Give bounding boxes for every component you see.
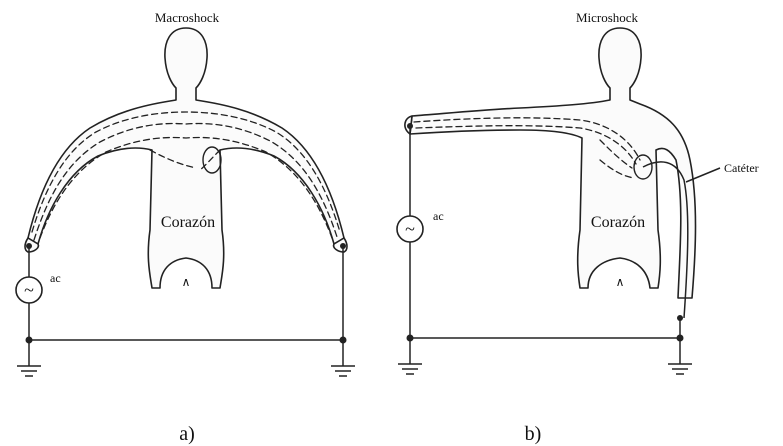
- panel-a-ac-source-icon: ~: [16, 277, 42, 303]
- panel-b-ground-left-icon: [398, 338, 422, 374]
- panel-b-ac-label: ac: [433, 209, 444, 223]
- panel-b-ground-right-icon: [668, 338, 692, 374]
- svg-text:~: ~: [405, 219, 415, 239]
- panel-b-heart-label: Corazón: [591, 214, 645, 231]
- panel-a-macroshock: Macroshock Corazón ∧: [16, 10, 355, 445]
- svg-text:~: ~: [24, 280, 34, 300]
- panel-b-ac-source-icon: ~: [397, 216, 423, 242]
- panel-a-title: Macroshock: [155, 10, 220, 25]
- panel-a-navel-mark: ∧: [182, 275, 191, 289]
- panel-b-navel-mark: ∧: [616, 275, 625, 289]
- panel-b-title: Microshock: [576, 10, 639, 25]
- panel-a-body-outline: [28, 28, 344, 288]
- panel-b-microshock: Microshock Catéter Corazón ∧: [397, 10, 759, 445]
- panel-a-ground-right-icon: [331, 340, 355, 376]
- panel-a-ac-label: ac: [50, 271, 61, 285]
- panel-b-caption: b): [525, 423, 542, 445]
- panel-a-heart-label: Corazón: [161, 214, 215, 231]
- panel-a-caption: a): [179, 423, 195, 445]
- panel-a-ground-left-icon: [17, 340, 41, 376]
- panel-b-catheter-label: Catéter: [724, 161, 759, 175]
